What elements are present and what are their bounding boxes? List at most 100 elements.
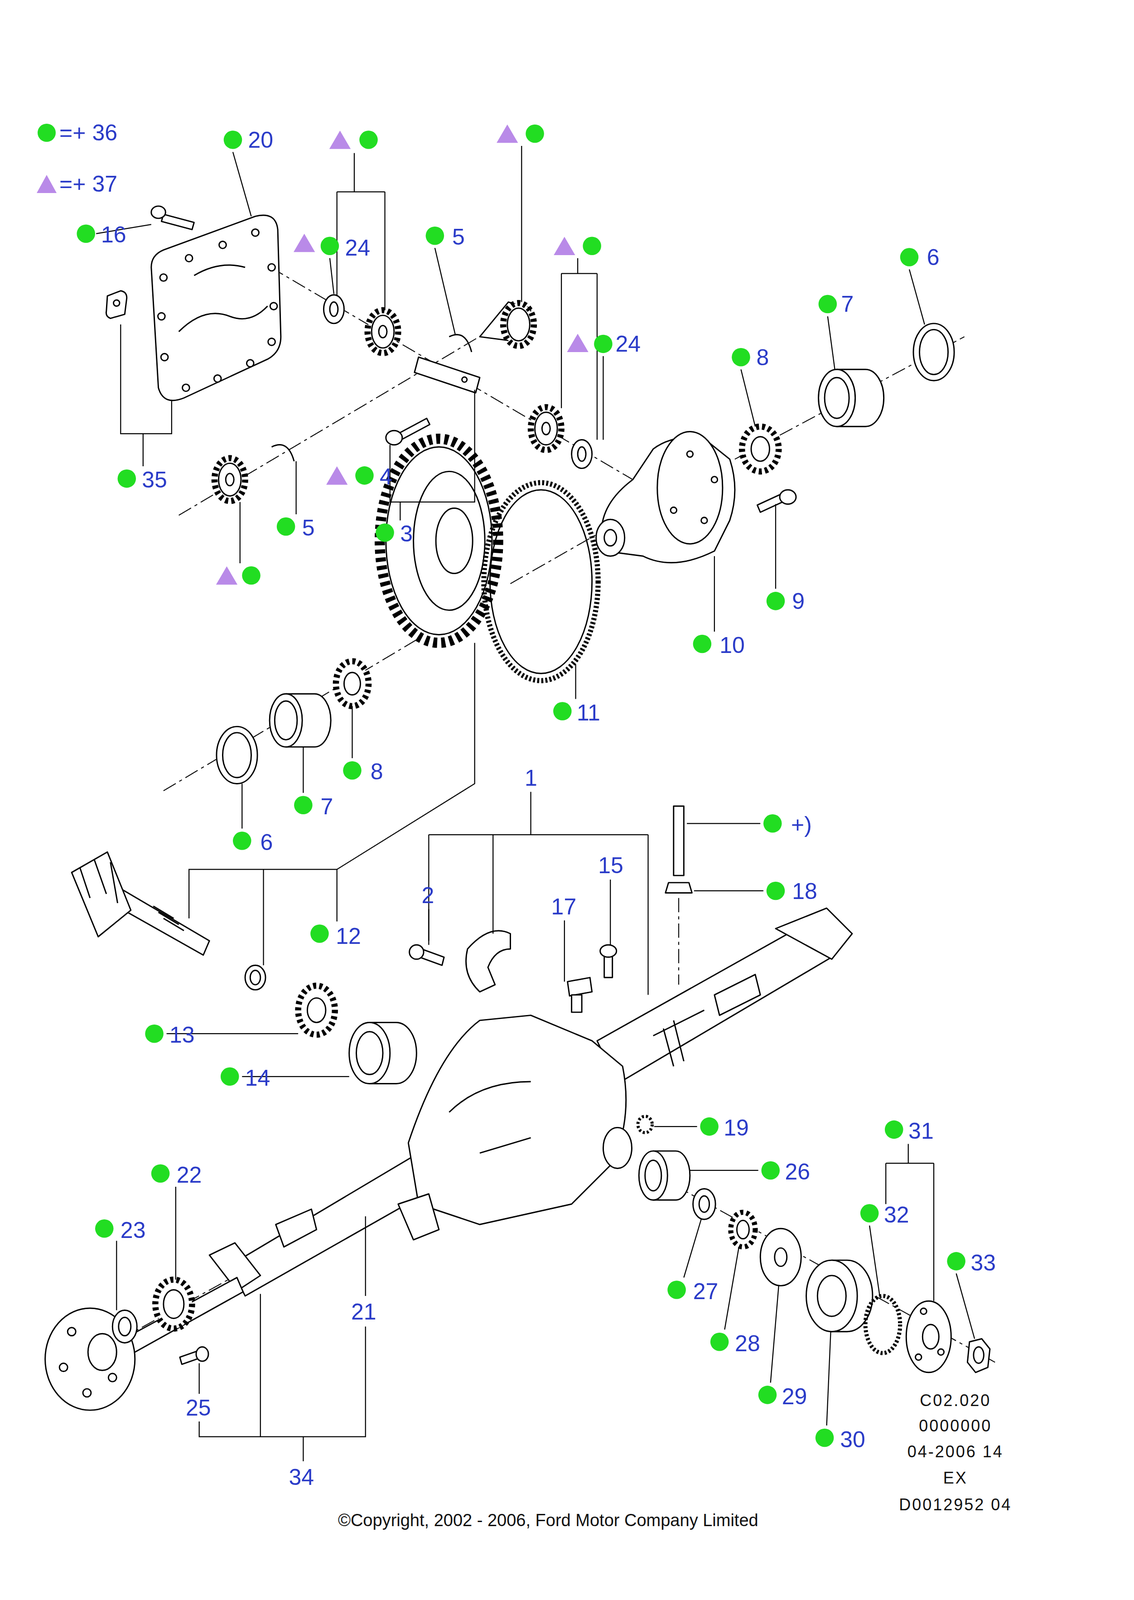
leader-line bbox=[521, 145, 522, 303]
callout-number: 8 bbox=[756, 346, 769, 369]
leader-line bbox=[188, 642, 475, 966]
pinion-nut bbox=[967, 1338, 990, 1373]
axle-housing bbox=[714, 974, 761, 1016]
pinion-bearing bbox=[298, 985, 335, 1035]
wheel-stud bbox=[179, 1346, 209, 1365]
lock-bolt bbox=[398, 418, 430, 440]
deflector bbox=[760, 1228, 802, 1286]
callout-number: 25 bbox=[185, 1396, 212, 1419]
pinion-nut bbox=[967, 1338, 990, 1373]
callout-number: 9 bbox=[791, 589, 805, 613]
callout-number: 34 bbox=[289, 1465, 315, 1489]
leader-line bbox=[564, 920, 565, 982]
drain-plug bbox=[637, 1116, 653, 1133]
green-dot-symbol bbox=[761, 1161, 780, 1180]
callout-number: 19 bbox=[723, 1116, 749, 1139]
leader-line bbox=[239, 501, 241, 564]
deflector bbox=[760, 1228, 802, 1286]
callout-number: 33 bbox=[970, 1251, 997, 1274]
green-dot-symbol bbox=[900, 247, 919, 267]
green-dot-symbol bbox=[763, 814, 782, 833]
green-dot-symbol bbox=[758, 1385, 777, 1405]
shim bbox=[222, 732, 251, 778]
callout-number: 3 bbox=[400, 522, 413, 546]
purple-triangle-symbol bbox=[326, 466, 348, 485]
lock-pin bbox=[271, 444, 295, 462]
green-dot-symbol bbox=[37, 123, 56, 142]
ring-gear bbox=[413, 471, 486, 610]
leader-line bbox=[120, 324, 172, 467]
pinion-seal bbox=[638, 1150, 691, 1200]
callout-number: 13 bbox=[169, 1023, 195, 1047]
callout-number: 8 bbox=[370, 760, 384, 783]
outer-bearing bbox=[693, 1188, 756, 1247]
copyright-note: ©Copyright, 2002 - 2006, Ford Motor Comp… bbox=[337, 1511, 759, 1529]
callout-number: 5 bbox=[452, 225, 465, 249]
center-line bbox=[96, 1270, 246, 1352]
callout-number: 15 bbox=[598, 854, 624, 877]
axle-housing bbox=[775, 907, 853, 960]
green-dot-symbol bbox=[582, 236, 602, 256]
callout-number: 26 bbox=[784, 1160, 811, 1183]
carrier-bearing bbox=[742, 426, 779, 472]
leader-line bbox=[827, 316, 835, 370]
marker-group bbox=[76, 124, 966, 1447]
green-dot-symbol bbox=[117, 469, 137, 488]
green-dot-symbol bbox=[310, 924, 329, 943]
companion-flange bbox=[920, 1307, 927, 1315]
purple-triangle-symbol bbox=[553, 236, 575, 256]
green-dot-symbol bbox=[223, 130, 243, 150]
green-dot-symbol bbox=[766, 881, 786, 901]
side-gear bbox=[378, 325, 387, 338]
green-dot-symbol bbox=[815, 1428, 835, 1448]
axle-shaft bbox=[112, 1309, 137, 1343]
leader-line bbox=[175, 1186, 177, 1280]
green-dot-symbol bbox=[320, 236, 340, 256]
differential-pinion bbox=[507, 308, 531, 341]
leader-line bbox=[609, 879, 611, 945]
green-dot-symbol bbox=[818, 294, 838, 314]
leader-line bbox=[199, 1216, 366, 1461]
callout-number: 23 bbox=[120, 1218, 146, 1242]
green-dot-symbol bbox=[553, 701, 572, 721]
axle-housing bbox=[209, 907, 853, 1296]
ring-gear-bolt bbox=[757, 489, 797, 513]
tone-ring bbox=[483, 482, 599, 681]
green-dot-symbol bbox=[220, 1067, 240, 1086]
leader-line bbox=[690, 1169, 759, 1171]
fill-plug-tab bbox=[113, 299, 121, 307]
companion-flange bbox=[937, 1348, 945, 1356]
green-dot-symbol bbox=[425, 226, 445, 246]
ring-gear-bolt bbox=[779, 489, 797, 505]
carrier-bearing bbox=[751, 436, 770, 462]
callout-number: 24 bbox=[615, 332, 642, 356]
differential-case bbox=[596, 431, 735, 563]
leader-line bbox=[770, 1285, 779, 1383]
callout-number: 16 bbox=[101, 223, 127, 247]
bearing-cap bbox=[466, 930, 511, 992]
differential-pinion bbox=[214, 302, 534, 502]
lock-pin bbox=[448, 334, 472, 352]
callout-number: 32 bbox=[883, 1203, 910, 1226]
differential-case bbox=[596, 519, 625, 556]
thrust-washer bbox=[329, 302, 338, 317]
differential-case bbox=[701, 517, 708, 524]
oil-seal bbox=[806, 1259, 873, 1332]
leader-line bbox=[96, 145, 975, 1462]
axle-housing bbox=[653, 1009, 705, 1067]
callout-number: +) bbox=[791, 813, 812, 836]
carrier-bearing bbox=[335, 661, 369, 706]
leader-line bbox=[115, 1240, 117, 1310]
breather bbox=[673, 805, 685, 876]
green-dot-symbol bbox=[860, 1203, 879, 1223]
outer-bearing bbox=[693, 1188, 716, 1220]
cover-bolt bbox=[151, 206, 195, 230]
ring-gear bbox=[386, 446, 493, 635]
carrier-bearing bbox=[335, 426, 779, 706]
center-line bbox=[678, 897, 680, 985]
axle-housing bbox=[408, 1015, 626, 1225]
ring-gear bbox=[379, 438, 498, 643]
callout-number: 7 bbox=[320, 795, 333, 818]
lock-bolt bbox=[386, 430, 403, 445]
drive-pinion bbox=[153, 906, 184, 931]
